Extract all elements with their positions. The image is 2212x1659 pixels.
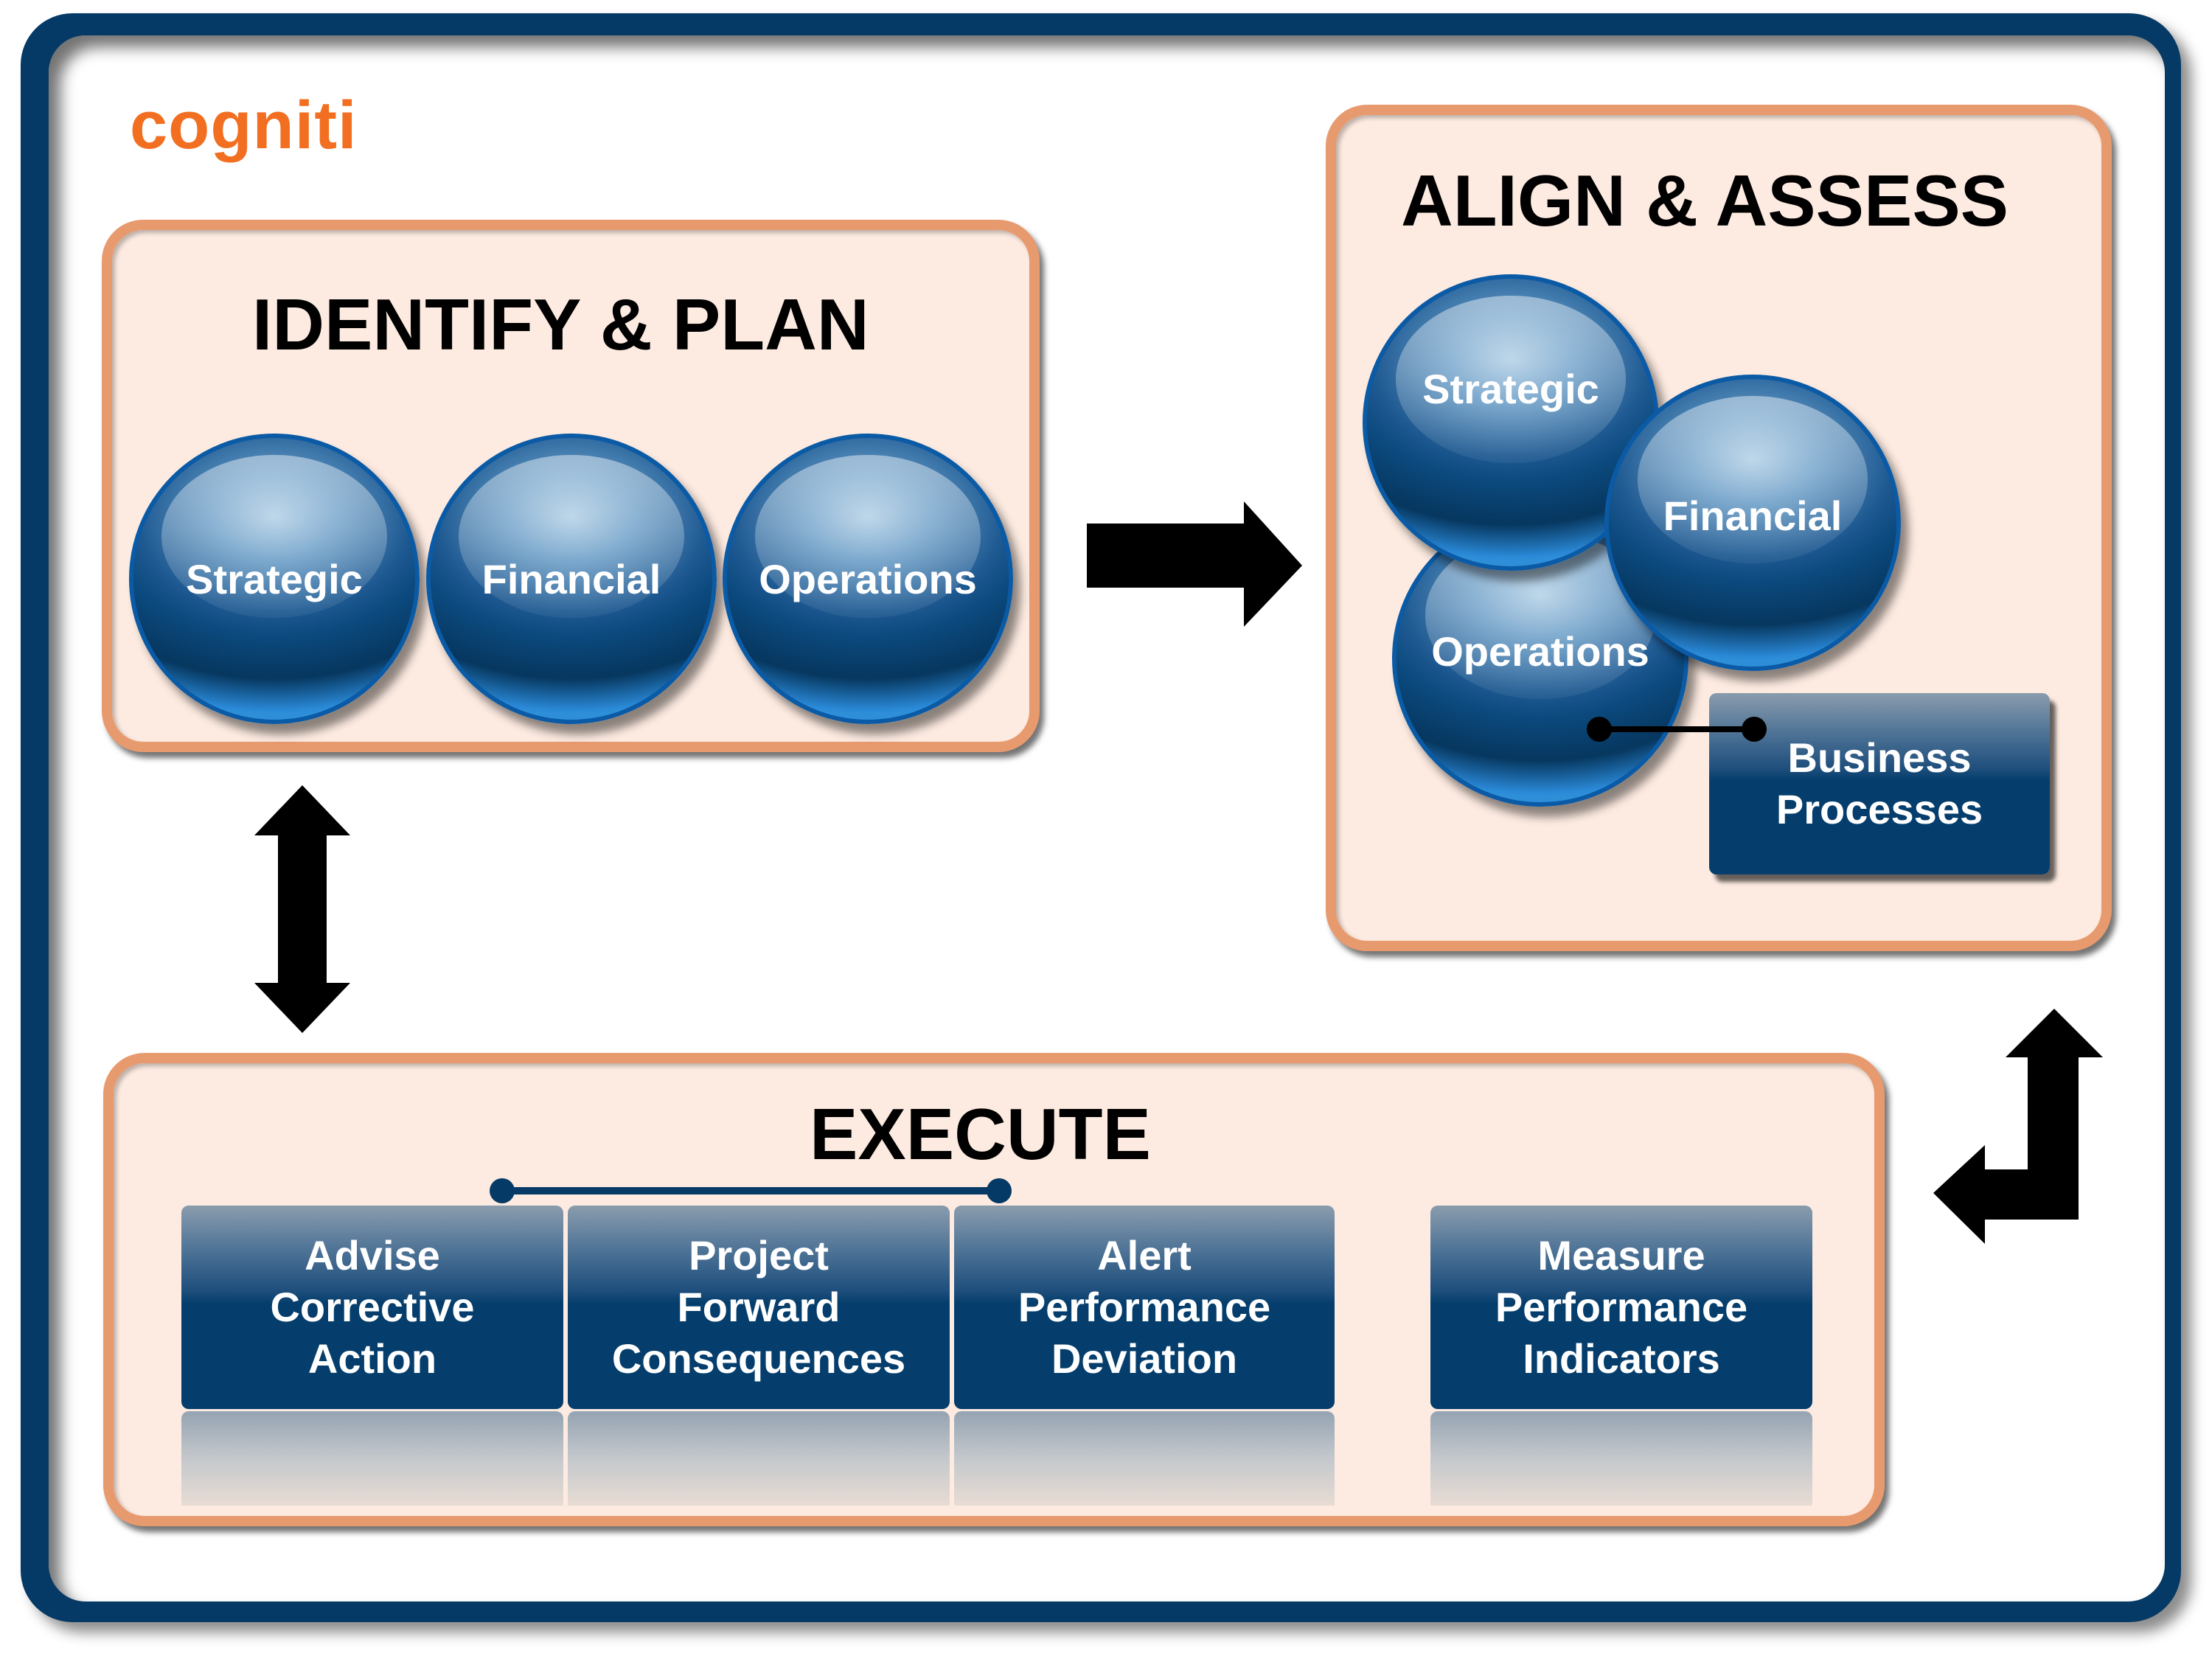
operations-process-connector bbox=[1599, 726, 1755, 732]
step-label: Measure Performance Indicators bbox=[1495, 1232, 1748, 1382]
orb-label: Financial bbox=[1663, 492, 1843, 539]
connector-dot bbox=[1742, 717, 1767, 742]
execute-step-alert[interactable]: Alert Performance Deviation bbox=[954, 1206, 1335, 1409]
identify-strategic-orb[interactable]: Strategic bbox=[129, 434, 420, 724]
step-reflection bbox=[181, 1411, 563, 1506]
orb-label: Strategic bbox=[186, 555, 363, 602]
execute-step-project[interactable]: Project Forward Consequences bbox=[568, 1206, 950, 1409]
step-label: Alert Performance Deviation bbox=[1018, 1232, 1271, 1382]
business-processes-label: Business Processes bbox=[1775, 734, 1983, 832]
business-processes-box[interactable]: Business Processes bbox=[1709, 693, 2050, 874]
step-label: Advise Corrective Action bbox=[270, 1232, 475, 1382]
arrow-right-icon bbox=[1087, 501, 1302, 627]
cogniti-logo: cogniti bbox=[130, 88, 358, 163]
align-financial-orb[interactable]: Financial bbox=[1604, 375, 1901, 671]
step-reflection bbox=[568, 1411, 950, 1506]
orb-label: Financial bbox=[481, 555, 661, 602]
execute-step-advise[interactable]: Advise Corrective Action bbox=[181, 1206, 563, 1409]
step-label: Project Forward Consequences bbox=[611, 1232, 906, 1382]
orb-label: Operations bbox=[1431, 627, 1649, 675]
connector-dot bbox=[1587, 717, 1612, 742]
connector-dot bbox=[490, 1178, 515, 1203]
identify-plan-title: IDENTIFY & PLAN bbox=[252, 284, 869, 365]
align-assess-title: ALIGN & ASSESS bbox=[1401, 160, 2009, 241]
execute-connector bbox=[501, 1187, 1003, 1194]
corner-arrow-icon bbox=[1933, 1009, 2103, 1244]
identify-financial-orb[interactable]: Financial bbox=[426, 434, 717, 724]
connector-dot bbox=[987, 1178, 1012, 1203]
step-reflection bbox=[954, 1411, 1335, 1506]
step-reflection bbox=[1430, 1411, 1812, 1506]
orb-label: Operations bbox=[759, 555, 977, 602]
execute-step-measure[interactable]: Measure Performance Indicators bbox=[1430, 1206, 1812, 1409]
orb-label: Strategic bbox=[1422, 365, 1599, 412]
execute-title: EXECUTE bbox=[810, 1093, 1151, 1175]
double-arrow-vertical-icon bbox=[254, 785, 350, 1033]
identify-operations-orb[interactable]: Operations bbox=[723, 434, 1013, 724]
